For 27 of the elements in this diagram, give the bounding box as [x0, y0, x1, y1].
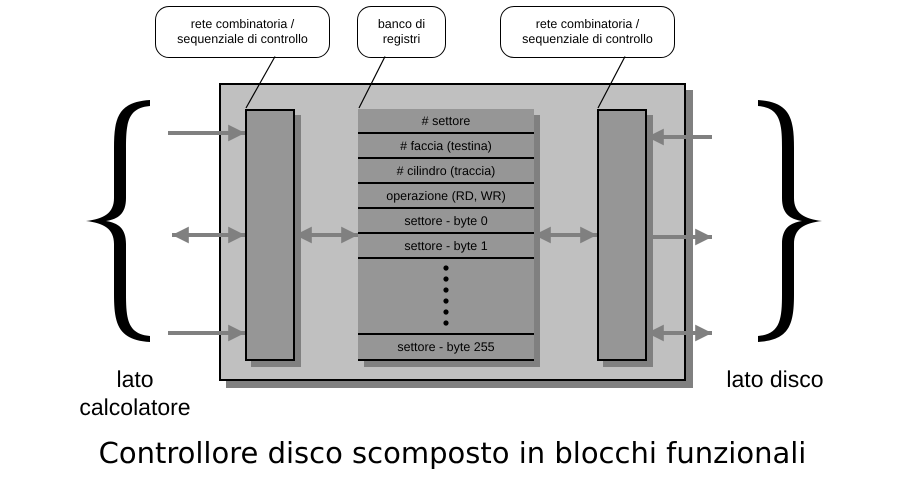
- register-row: [358, 259, 534, 335]
- register-row: [358, 234, 534, 259]
- leader-line: [597, 56, 626, 108]
- register-row: [358, 159, 534, 184]
- side-label: lato calcolatore: [78, 366, 192, 422]
- register-row: [358, 335, 534, 361]
- arrow: [168, 124, 245, 142]
- arrow: [168, 324, 245, 342]
- caption: Controllore disco scomposto in blocchi funzionali: [98, 436, 808, 470]
- register-row: [358, 209, 534, 234]
- callout-bubble: rete combinatoria / sequenziale di controllo: [500, 6, 675, 58]
- register-label: settore - byte 255: [397, 340, 495, 354]
- callout-bubble: banco di registri: [357, 6, 446, 58]
- register-label: # settore: [422, 114, 470, 128]
- register-row: [358, 109, 534, 134]
- register-label: operazione (RD, WR): [386, 188, 506, 202]
- callout-bubble: rete combinatoria / sequenziale di controllo: [155, 6, 330, 58]
- arrow: [172, 226, 245, 244]
- register-label: settore - byte 0: [404, 214, 488, 228]
- register-row: [358, 184, 534, 209]
- register-label: # cilindro (traccia): [396, 164, 496, 178]
- leader-line: [358, 56, 386, 108]
- register-label: settore - byte 1: [404, 238, 488, 252]
- leader-line: [245, 56, 276, 108]
- side-label: lato disco: [725, 366, 825, 394]
- register-label: # faccia (testina): [400, 138, 492, 152]
- register-row: [358, 134, 534, 159]
